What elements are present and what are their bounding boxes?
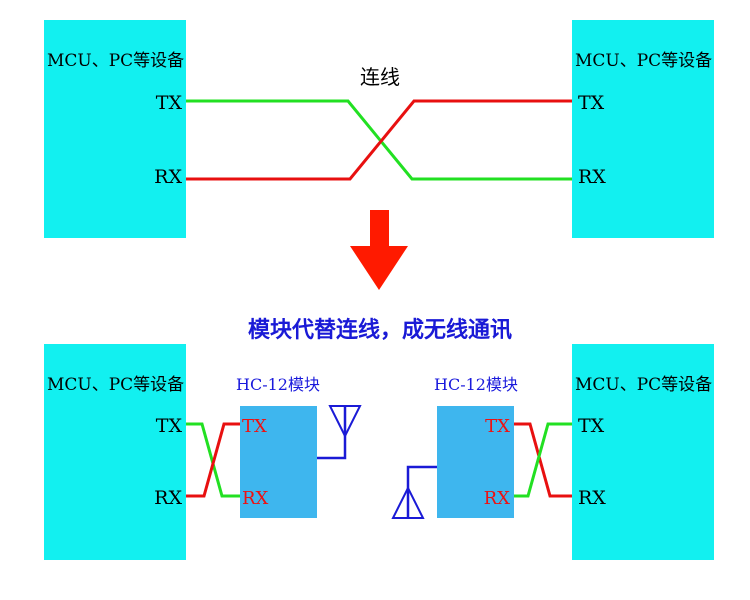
- top-left-rx-label: RX: [154, 166, 182, 188]
- caption: 模块代替连线，成无线通讯: [248, 317, 512, 343]
- bottom-right-tx-label: TX: [578, 415, 605, 437]
- left-module-label: HC-12模块: [236, 375, 320, 394]
- right-module-rx-label: RX: [484, 488, 511, 509]
- top-left-tx-label: TX: [156, 92, 183, 114]
- left-module-box: [240, 406, 317, 518]
- bottom-left-green-wire: [186, 422, 240, 498]
- left-module-rx-label: RX: [242, 488, 269, 509]
- bottom-left-red-wire: [186, 422, 240, 498]
- left-module-tx-label: TX: [242, 416, 267, 437]
- top-red-wire: [186, 99, 572, 181]
- top-green-wire: [186, 99, 572, 181]
- bottom-right-red-wire: [514, 422, 572, 498]
- bottom-left-rx-label: RX: [154, 487, 182, 509]
- top-left-device-label: MCU、PC等设备: [47, 51, 184, 71]
- top-right-tx-label: TX: [578, 92, 605, 114]
- bottom-right-green-wire: [514, 422, 572, 498]
- down-arrow-icon: [350, 210, 408, 290]
- bottom-right-device-box: [572, 344, 714, 560]
- bottom-left-tx-label: TX: [156, 415, 183, 437]
- right-module-tx-label: TX: [485, 416, 510, 437]
- top-right-rx-label: RX: [578, 166, 606, 188]
- top-right-device-label: MCU、PC等设备: [575, 51, 712, 71]
- top-right-device-box: [572, 20, 714, 238]
- bottom-left-device-label: MCU、PC等设备: [47, 375, 184, 395]
- bottom-right-device-label: MCU、PC等设备: [575, 375, 712, 395]
- antenna-icon: [317, 405, 362, 460]
- right-module-box: [437, 406, 514, 518]
- right-module-label: HC-12模块: [434, 375, 518, 394]
- connection-label: 连线: [360, 65, 400, 89]
- antenna-icon: [391, 465, 437, 519]
- bottom-left-device-box: [44, 344, 186, 560]
- bottom-right-rx-label: RX: [578, 487, 606, 509]
- top-left-device-box: [44, 20, 186, 238]
